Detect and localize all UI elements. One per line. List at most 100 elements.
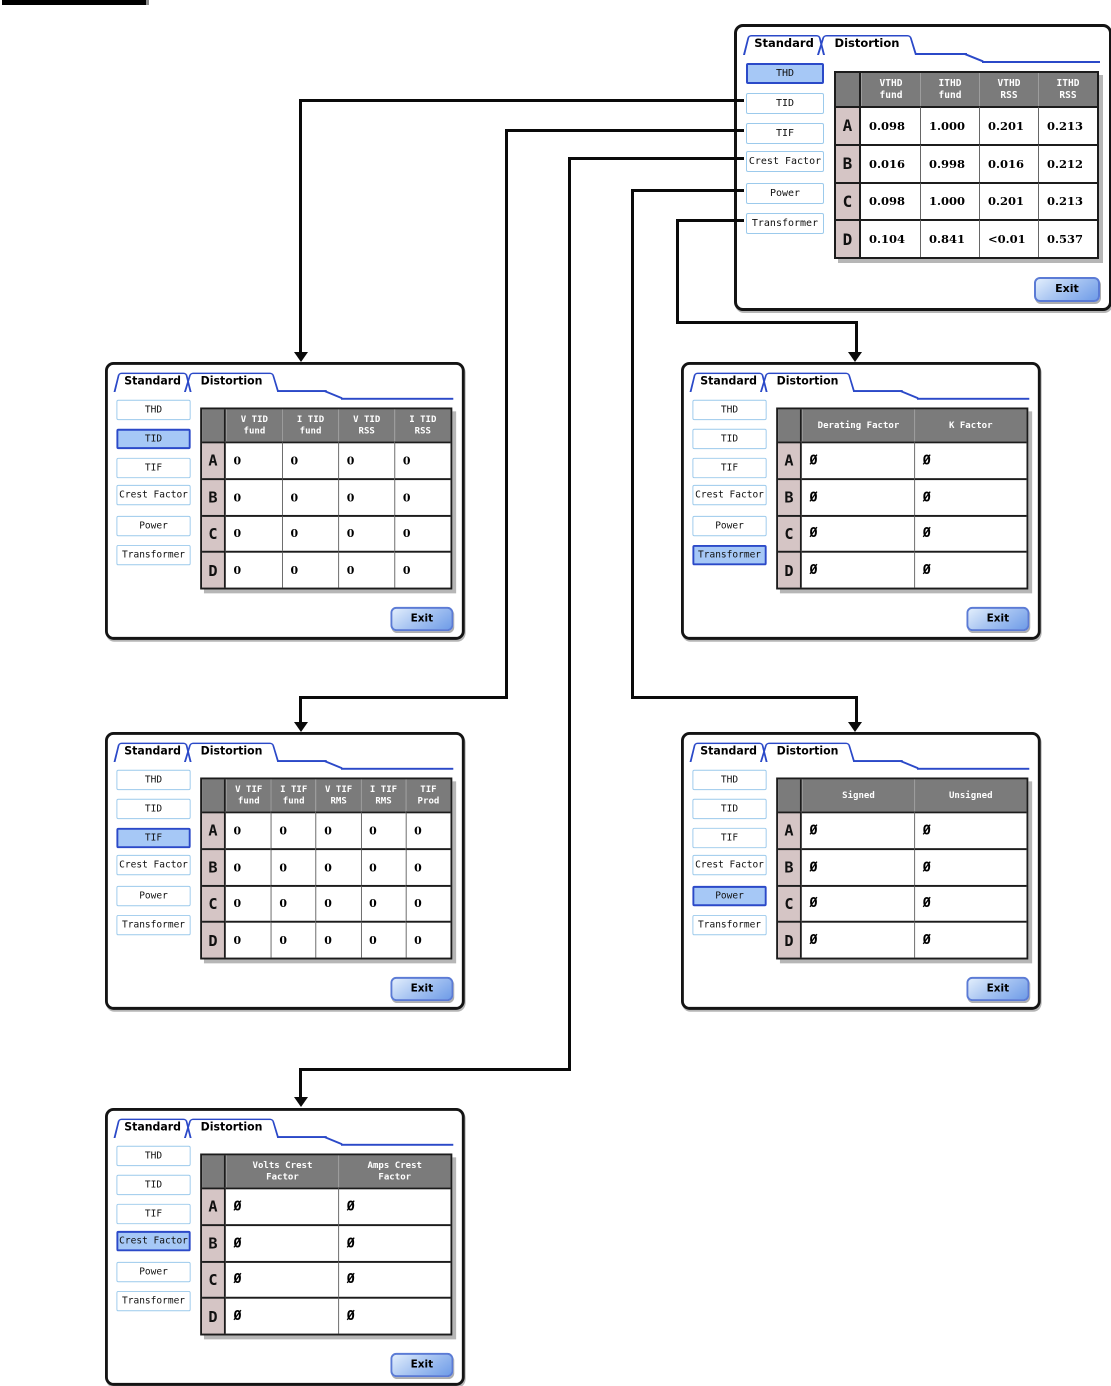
sidebar-item-thd[interactable]: THD	[692, 399, 767, 421]
sidebar-item-tid[interactable]: TID	[116, 1174, 191, 1196]
value-cell: 0.998	[920, 143, 979, 182]
sidebar-item-crest-factor[interactable]: Crest Factor	[116, 1230, 191, 1252]
exit-button[interactable]: Exit	[1034, 277, 1100, 302]
sidebar-item-transformer[interactable]: Transformer	[116, 914, 191, 936]
row-label: B	[778, 477, 802, 515]
sidebar-item-power[interactable]: Power	[116, 1261, 191, 1283]
sidebar-item-tid[interactable]: TID	[116, 428, 191, 450]
value-cell: 0	[315, 921, 361, 958]
sidebar-item-thd[interactable]: THD	[746, 63, 824, 84]
sidebar-item-transformer[interactable]: Transformer	[692, 914, 767, 936]
connector-tid	[299, 99, 302, 353]
sidebar-item-transformer[interactable]: Transformer	[746, 213, 824, 234]
value-cell: 0	[338, 441, 395, 478]
connector-transformer	[855, 321, 858, 353]
tab-label: Standard	[754, 36, 814, 50]
tab-label: Distortion	[200, 1119, 263, 1134]
column-header: VTHD RSS	[979, 73, 1038, 106]
sidebar-item-crest-factor[interactable]: Crest Factor	[116, 484, 191, 506]
row-label: D	[836, 219, 861, 257]
sidebar-item-tid[interactable]: TID	[692, 428, 767, 450]
sidebar-item-tid[interactable]: TID	[692, 798, 767, 820]
sidebar-item-tif[interactable]: TIF	[116, 457, 191, 479]
exit-button[interactable]: Exit	[966, 606, 1030, 632]
sidebar-item-power[interactable]: Power	[746, 183, 824, 204]
sidebar-item-power[interactable]: Power	[116, 885, 191, 907]
sidebar-item-power[interactable]: Power	[116, 515, 191, 537]
sidebar-item-power[interactable]: Power	[692, 885, 767, 907]
value-cell: 0.212	[1038, 143, 1097, 182]
value-cell: 0	[405, 811, 451, 848]
value-cell: 0.213	[1038, 106, 1097, 144]
sidebar-item-transformer[interactable]: Transformer	[116, 1290, 191, 1312]
column-header: K Factor	[914, 409, 1027, 442]
value-cell: 0	[225, 441, 282, 478]
sidebar-item-transformer[interactable]: Transformer	[692, 544, 767, 566]
column-header: V TIF fund	[225, 779, 271, 812]
value-cell: 0.201	[979, 181, 1038, 220]
row-label: D	[202, 551, 226, 588]
tab-standard[interactable]: Standard	[690, 370, 768, 392]
sidebar-item-thd[interactable]: THD	[116, 399, 191, 421]
tab-label: Distortion	[776, 373, 839, 388]
table-corner-cell	[202, 779, 226, 812]
value-cell: 0	[360, 884, 406, 922]
tab-standard[interactable]: Standard	[114, 1116, 192, 1138]
sidebar-item-tif[interactable]: TIF	[116, 1203, 191, 1225]
sidebar-item-tif[interactable]: TIF	[116, 827, 191, 849]
value-cell: 0	[360, 811, 406, 848]
tab-distortion[interactable]: Distortion	[760, 740, 855, 762]
value-cell: 0	[394, 551, 451, 588]
tab-standard[interactable]: Standard	[743, 32, 825, 55]
connector-power	[631, 189, 634, 699]
tab-distortion[interactable]: Distortion	[817, 32, 917, 55]
sidebar-item-power[interactable]: Power	[692, 515, 767, 537]
tab-label: Distortion	[776, 743, 839, 758]
tab-distortion[interactable]: Distortion	[760, 370, 855, 392]
value-cell: 0	[225, 921, 271, 958]
value-cell: Ø	[914, 551, 1027, 588]
tab-underline	[324, 1136, 343, 1146]
exit-button[interactable]: Exit	[390, 1352, 454, 1378]
sidebar-item-crest-factor[interactable]: Crest Factor	[116, 854, 191, 876]
sidebar-item-tid[interactable]: TID	[746, 93, 824, 114]
sidebar-item-crest-factor[interactable]: Crest Factor	[692, 854, 767, 876]
row-label: C	[202, 514, 226, 552]
sidebar-item-thd[interactable]: THD	[116, 1145, 191, 1167]
connector-tif	[299, 696, 302, 724]
tab-standard[interactable]: Standard	[114, 740, 192, 762]
tab-label: Distortion	[200, 373, 263, 388]
sidebar-item-crest-factor[interactable]: Crest Factor	[692, 484, 767, 506]
sidebar-item-tid[interactable]: TID	[116, 798, 191, 820]
arrow-down-icon	[294, 1097, 308, 1107]
tab-distortion[interactable]: Distortion	[184, 740, 279, 762]
row-label: B	[202, 477, 226, 515]
value-cell: 0	[225, 847, 271, 885]
tab-label: Standard	[124, 373, 181, 388]
column-header: I TIF RMS	[360, 779, 406, 812]
column-header: TIF Prod	[405, 779, 451, 812]
sidebar-item-tif[interactable]: TIF	[746, 123, 824, 144]
tab-underline	[916, 767, 1030, 770]
sidebar-item-tif[interactable]: TIF	[692, 827, 767, 849]
tab-standard[interactable]: Standard	[114, 370, 192, 392]
sidebar-item-tif[interactable]: TIF	[692, 457, 767, 479]
tab-distortion[interactable]: Distortion	[184, 370, 279, 392]
sidebar-item-crest-factor[interactable]: Crest Factor	[746, 151, 824, 172]
exit-button[interactable]: Exit	[390, 976, 454, 1002]
table-corner-cell	[778, 779, 802, 812]
value-cell: Ø	[225, 1187, 339, 1224]
exit-button[interactable]: Exit	[966, 976, 1030, 1002]
sidebar-item-thd[interactable]: THD	[116, 769, 191, 791]
column-header: Volts Crest Factor	[225, 1155, 339, 1188]
tab-standard[interactable]: Standard	[690, 740, 768, 762]
tab-distortion[interactable]: Distortion	[184, 1116, 279, 1138]
sidebar-item-transformer[interactable]: Transformer	[116, 544, 191, 566]
exit-button[interactable]: Exit	[390, 606, 454, 632]
tab-underline	[900, 760, 919, 770]
sidebar-item-thd[interactable]: THD	[692, 769, 767, 791]
